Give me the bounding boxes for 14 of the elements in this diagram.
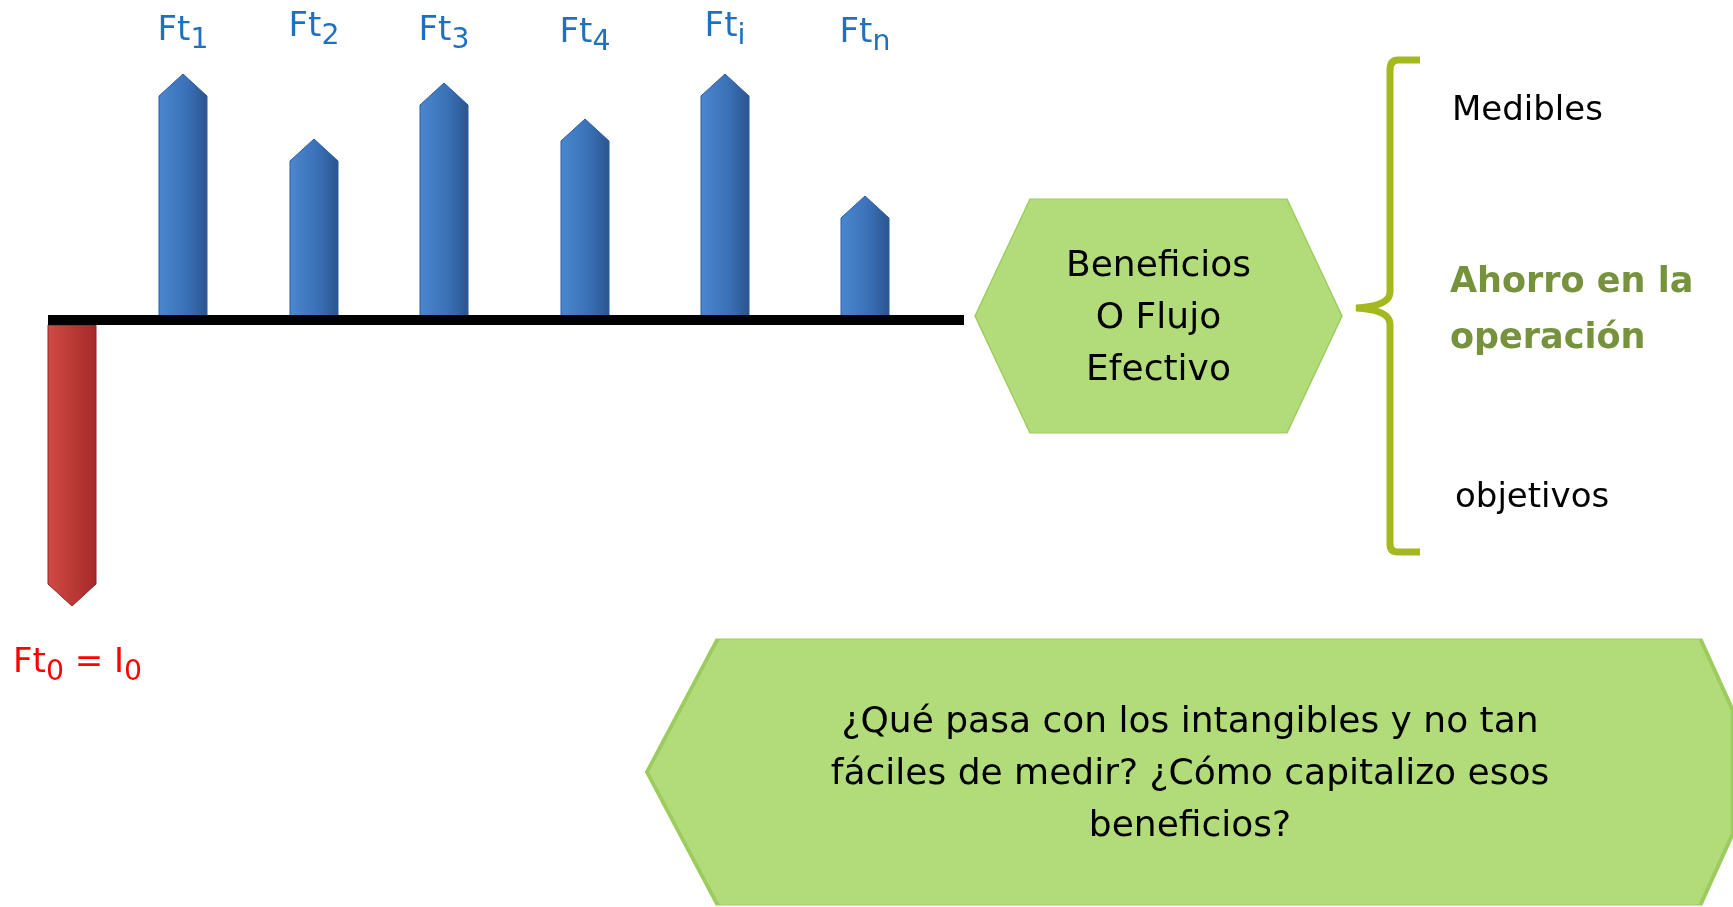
node-text: Beneficios O Flujo Efectivo xyxy=(1064,241,1253,391)
note-text: Ahorro en la operación xyxy=(1450,259,1695,358)
node-text: ¿Qué pasa con los intangibles y no tan fáciles de medir? ¿Cómo capitalizo esos beneficios? xyxy=(829,697,1551,847)
cash-flow-label: Ft$_{n}$ xyxy=(838,10,892,58)
cash-flow-label: Ft$_{i}$ xyxy=(703,4,747,52)
cash-flow-label: Ft$_{1}$ xyxy=(156,8,210,56)
cash-flow-label: Ft$_{2}$ xyxy=(287,4,341,52)
cash-flow-label: Ft$_{4}$ xyxy=(558,10,612,58)
cash-flow-label: Ft$_{0}$ = I$_{0}$ xyxy=(13,640,143,688)
hexagon-shape xyxy=(647,639,1733,905)
note-text: objetivos xyxy=(1455,475,1610,516)
note-text: Medibles xyxy=(1452,88,1603,129)
cash-flow-label: Ft$_{3}$ xyxy=(417,8,471,56)
hexagon-shape xyxy=(975,199,1342,433)
